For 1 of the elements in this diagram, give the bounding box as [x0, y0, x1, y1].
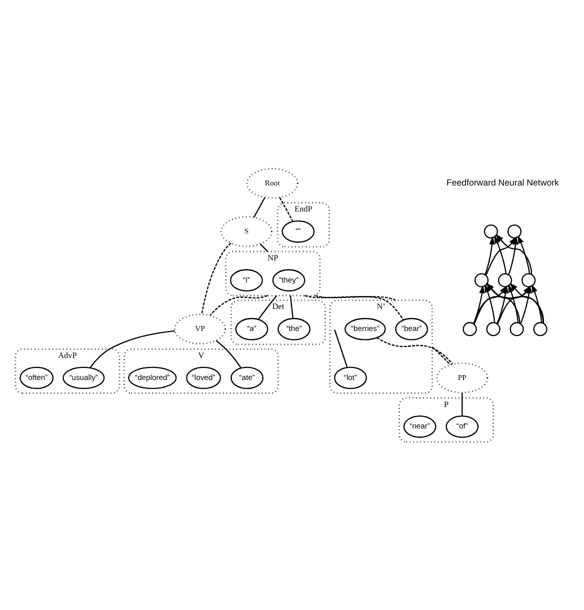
label: Feedforward Neural Network	[446, 177, 559, 188]
